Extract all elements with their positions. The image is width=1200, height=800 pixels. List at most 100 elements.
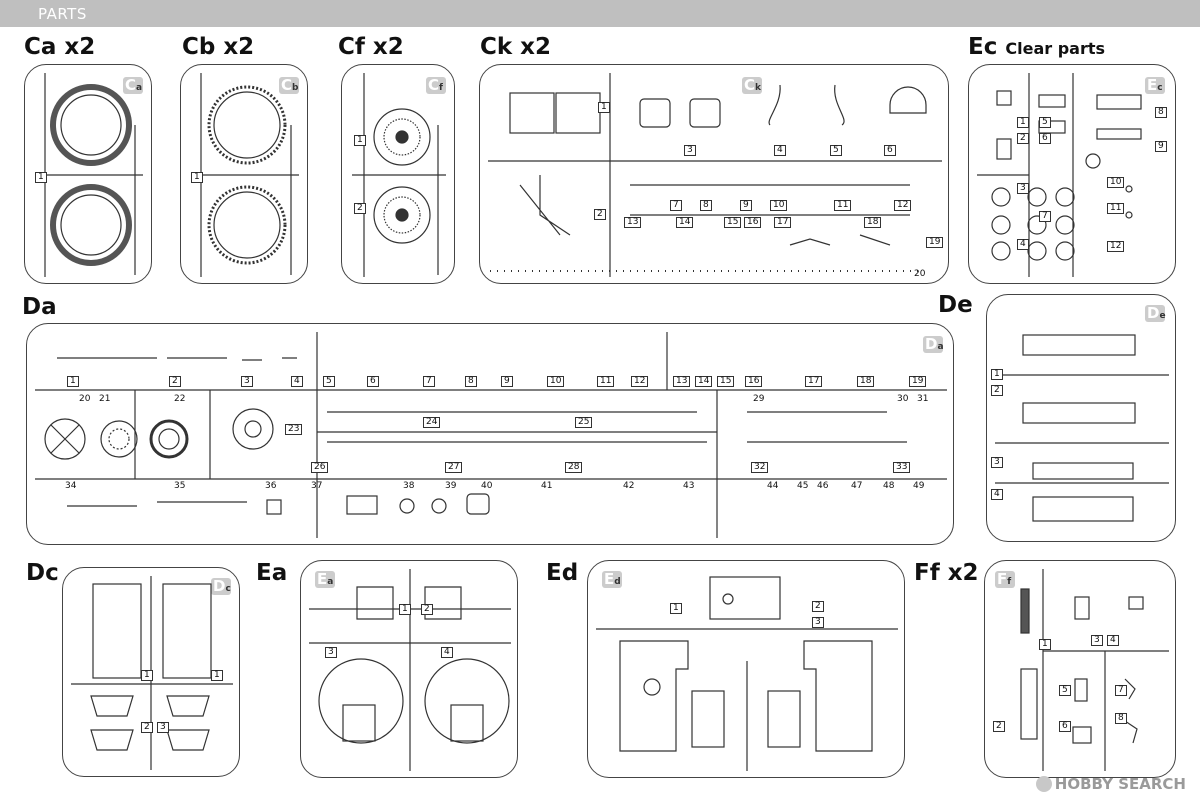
part-number: 47 [851,481,863,491]
part-number: 4 [291,376,303,387]
part-number: 1 [399,604,411,615]
sprue-frame-ec: Ec 1 2 5 6 8 9 3 7 4 10 11 12 [968,64,1176,284]
part-number: 14 [695,376,713,387]
part-number: 4 [441,647,453,658]
part-number: 2 [993,721,1005,732]
part-number: 35 [174,481,186,491]
watermark: HOBBY SEARCH [1035,775,1186,793]
part-number: 31 [917,394,929,404]
part-number: 26 [311,462,329,473]
part-number: 32 [751,462,769,473]
part-number: 1 [1039,639,1051,650]
part-number: 40 [481,481,493,491]
sprue-drawing-de [995,334,1169,522]
sprue-title-cb: Cb x2 [182,34,255,60]
sprue-frame-ck: Ck 1 3 4 5 6 2 7 8 9 10 11 12 13 14 15 1… [479,64,949,284]
part-number: 11 [597,376,615,387]
part-number: 3 [1091,635,1103,646]
part-number: 33 [893,462,911,473]
sprue-title-da: Da [22,294,57,320]
sprue-badge-ca: Ca [123,76,143,94]
part-number: 9 [1155,141,1167,152]
sprue-drawing-ca [35,73,143,277]
part-number: 37 [311,481,323,491]
sprue-title-de: De [938,292,973,318]
part-number: 6 [1059,721,1071,732]
part-number: 24 [423,417,441,428]
part-number: 1 [211,670,223,681]
part-number: 3 [325,647,337,658]
sprue-title-ea: Ea [256,560,288,586]
sprue-drawing-ed [596,576,898,771]
part-number: 3 [684,145,696,156]
part-number: 1 [141,670,153,681]
sprue-title-ed: Ed [546,560,579,586]
sprue-frame-ea: Ea 1 2 3 4 [300,560,518,778]
part-number: 13 [624,217,642,228]
part-number: 11 [834,200,852,211]
part-number: 3 [991,457,1003,468]
part-number: 17 [805,376,823,387]
part-number: 28 [565,462,583,473]
sprue-badge-cf: Cf [426,77,446,94]
sprue-badge-ea: Ea [315,570,335,588]
sprue-title-ff: Ff x2 [914,560,979,586]
part-number: 29 [753,394,765,404]
part-number: 10 [1107,177,1125,188]
part-number: 45 [797,481,809,491]
part-number: 8 [465,376,477,387]
part-number: 5 [1039,117,1051,128]
sprue-badge-ff: Ff [995,571,1015,588]
part-number: 2 [1017,133,1029,144]
part-number: 9 [740,200,752,211]
part-number: 5 [1059,685,1071,696]
part-number: 10 [547,376,565,387]
sprue-drawing-ec [977,73,1142,277]
part-number: 16 [744,217,762,228]
part-number: 25 [575,417,593,428]
part-number: 10 [770,200,788,211]
sprue-title-ec-sub: Clear parts [1005,39,1106,58]
sprue-drawing-ck [488,73,942,277]
part-number: 2 [594,209,606,220]
part-number: 14 [676,217,694,228]
part-number: 1 [354,135,366,146]
sprue-frame-cf: Cf 1 2 [341,64,455,284]
part-number: 49 [913,481,925,491]
parts-header-bar: PARTS [0,0,1200,27]
sprue-badge-ck: Ck [742,76,762,94]
part-number: 6 [884,145,896,156]
part-number: 11 [1107,203,1125,214]
part-number: 1 [191,172,203,183]
hobby-search-logo-icon [1035,776,1052,792]
part-number: 3 [241,376,253,387]
part-number: 1 [67,376,79,387]
part-number: 19 [926,237,944,248]
part-number: 2 [141,722,153,733]
part-number: 43 [683,481,695,491]
part-number: 4 [1017,239,1029,250]
part-number: 2 [991,385,1003,396]
watermark-text: HOBBY SEARCH [1054,775,1186,793]
part-number: 6 [367,376,379,387]
part-number: 4 [774,145,786,156]
part-number: 12 [1107,241,1125,252]
part-number: 1 [1017,117,1029,128]
part-number: 9 [501,376,513,387]
part-number: 2 [354,203,366,214]
part-number: 18 [864,217,882,228]
sprue-frame-ed: Ed 1 2 3 [587,560,905,778]
part-number: 15 [717,376,735,387]
part-number: 5 [830,145,842,156]
part-number: 3 [812,617,824,628]
part-number: 39 [445,481,457,491]
sprue-badge-da: Da [923,335,944,353]
part-number: 23 [285,424,303,435]
part-number: 30 [897,394,909,404]
sprue-badge-cb: Cb [279,76,299,94]
sprue-frame-cb: Cb 1 [180,64,308,284]
part-number: 18 [857,376,875,387]
sprue-badge-ed: Ed [602,570,622,588]
sprue-drawing-cf [352,73,446,277]
sprue-title-ca: Ca x2 [24,34,96,60]
